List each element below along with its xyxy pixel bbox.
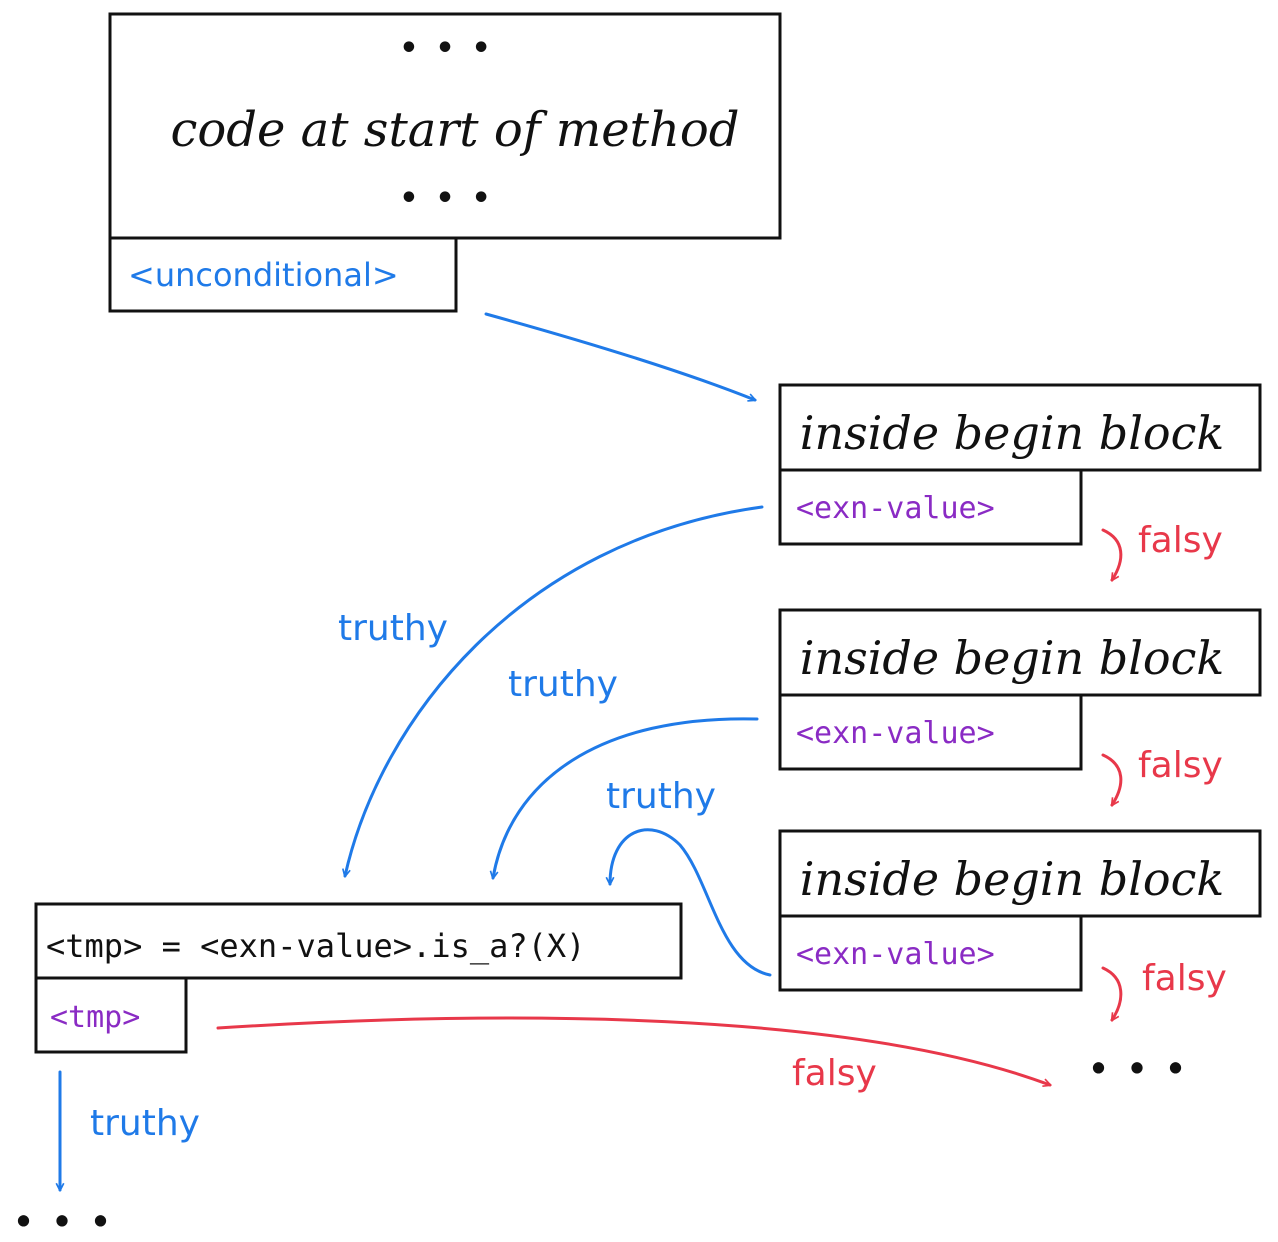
begin-block-1-text: inside begin block [800,406,1225,460]
tmp-block: <tmp> = <exn-value>.is_a?(X) <tmp> [34,902,683,1054]
begin-block-3: inside begin block <exn-value> falsy [778,829,1262,1020]
begin-block-1-falsy-label: falsy [1138,520,1223,561]
start-ellipsis-top: • • • [400,31,490,66]
tmp-branch-box [34,976,188,1054]
begin-block-2-branch-label: <exn-value> [796,716,995,751]
truthy-label-1: truthy [338,608,448,649]
tmp-block-text: <tmp> = <exn-value>.is_a?(X) [46,927,585,965]
begin-block-2-branch-box [778,693,1083,771]
truthy-edge-3 [610,828,772,977]
begin-block-2-text: inside begin block [800,631,1225,685]
truthy-label-3: truthy [606,776,716,817]
start-ellipsis-bottom: • • • [400,181,490,216]
start-block: • • • code at start of method • • • <unc… [108,12,782,313]
begin-block-3-falsy-label: falsy [1142,958,1227,999]
start-block-body [108,12,782,240]
tmp-falsy-label: falsy [792,1053,877,1094]
start-branch-box [108,236,458,313]
tmp-falsy-edge [216,1016,1050,1085]
ellipsis-bottom: • • • [14,1203,110,1241]
tmp-branch-label: <tmp> [50,1000,140,1035]
begin-block-1-falsy-edge [1101,528,1123,580]
start-block-text: code at start of method [170,102,739,158]
begin-block-1: inside begin block <exn-value> falsy [778,383,1262,580]
begin-block-3-branch-box [778,914,1083,992]
begin-block-2-falsy-label: falsy [1138,745,1223,786]
truthy-edge-2 [493,717,759,878]
begin-block-3-branch-label: <exn-value> [796,937,995,972]
begin-block-3-text: inside begin block [800,852,1225,906]
begin-block-3-falsy-edge [1101,966,1123,1020]
begin-block-1-branch-box [778,468,1083,546]
unconditional-edge [484,312,755,400]
begin-block-1-branch-label: <exn-value> [796,491,995,526]
start-branch-label: <unconditional> [128,256,399,294]
ellipsis-right: • • • [1089,1050,1185,1088]
truthy-label-2: truthy [508,664,618,705]
begin-block-1-body [778,383,1262,472]
begin-block-2-falsy-edge [1101,753,1123,805]
tmp-truthy-label: truthy [90,1103,200,1144]
tmp-block-body [34,902,683,980]
truthy-edge-1 [345,505,764,876]
begin-block-2: inside begin block <exn-value> falsy [778,608,1262,805]
